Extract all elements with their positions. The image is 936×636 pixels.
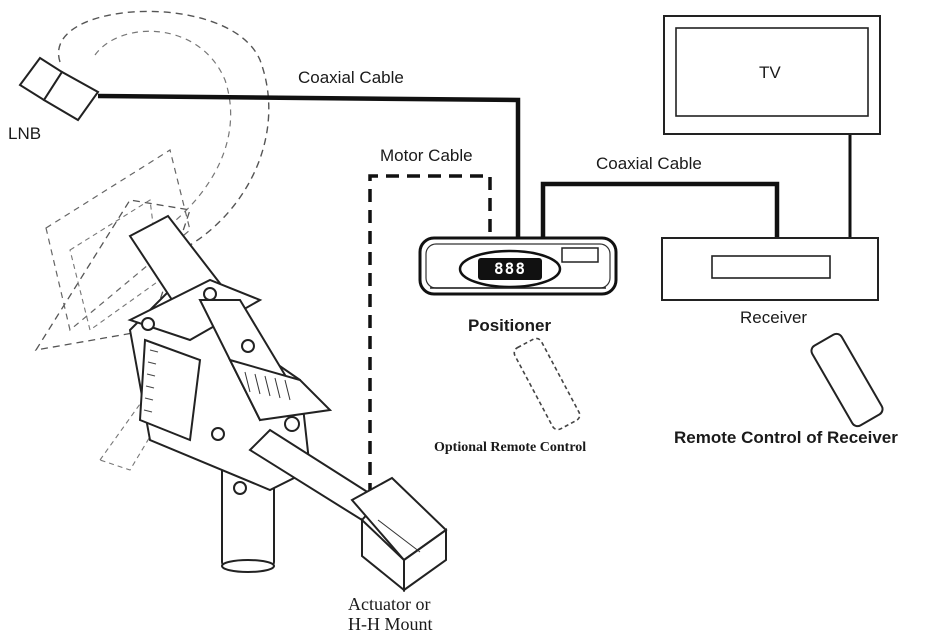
- positioner-display: 888: [494, 259, 526, 278]
- coaxial-cable-label-top: Coaxial Cable: [298, 68, 404, 87]
- coaxial-cable-label-mid: Coaxial Cable: [596, 154, 702, 173]
- receiver: [661, 237, 879, 301]
- coaxial-cable-lnb-positioner: [97, 93, 521, 238]
- positioner-label: Positioner: [468, 316, 552, 335]
- lnb-label: LNB: [8, 124, 42, 143]
- actuator-label-line1: Actuator or: [348, 594, 431, 614]
- tv-label: TV: [759, 63, 781, 82]
- optional-remote-icon: [513, 337, 581, 431]
- optional-remote-label: Optional Remote Control: [434, 440, 587, 455]
- receiver-label: Receiver: [740, 308, 808, 327]
- tv: [663, 15, 881, 135]
- receiver-remote-icon: [810, 332, 884, 428]
- coaxial-cable-positioner-receiver: [540, 181, 780, 238]
- positioner: [418, 236, 618, 296]
- motor-cable-label: Motor Cable: [380, 146, 473, 165]
- lnb-swing-arc: [57, 10, 270, 261]
- lnb-swing-arc-inner: [94, 30, 232, 241]
- dish-mount: [34, 149, 448, 593]
- receiver-remote-label: Remote Control of Receiver: [674, 428, 898, 447]
- actuator-label-line2: H-H Mount: [348, 614, 433, 634]
- lnb-icon: [18, 56, 100, 122]
- motor-cable: [368, 174, 492, 490]
